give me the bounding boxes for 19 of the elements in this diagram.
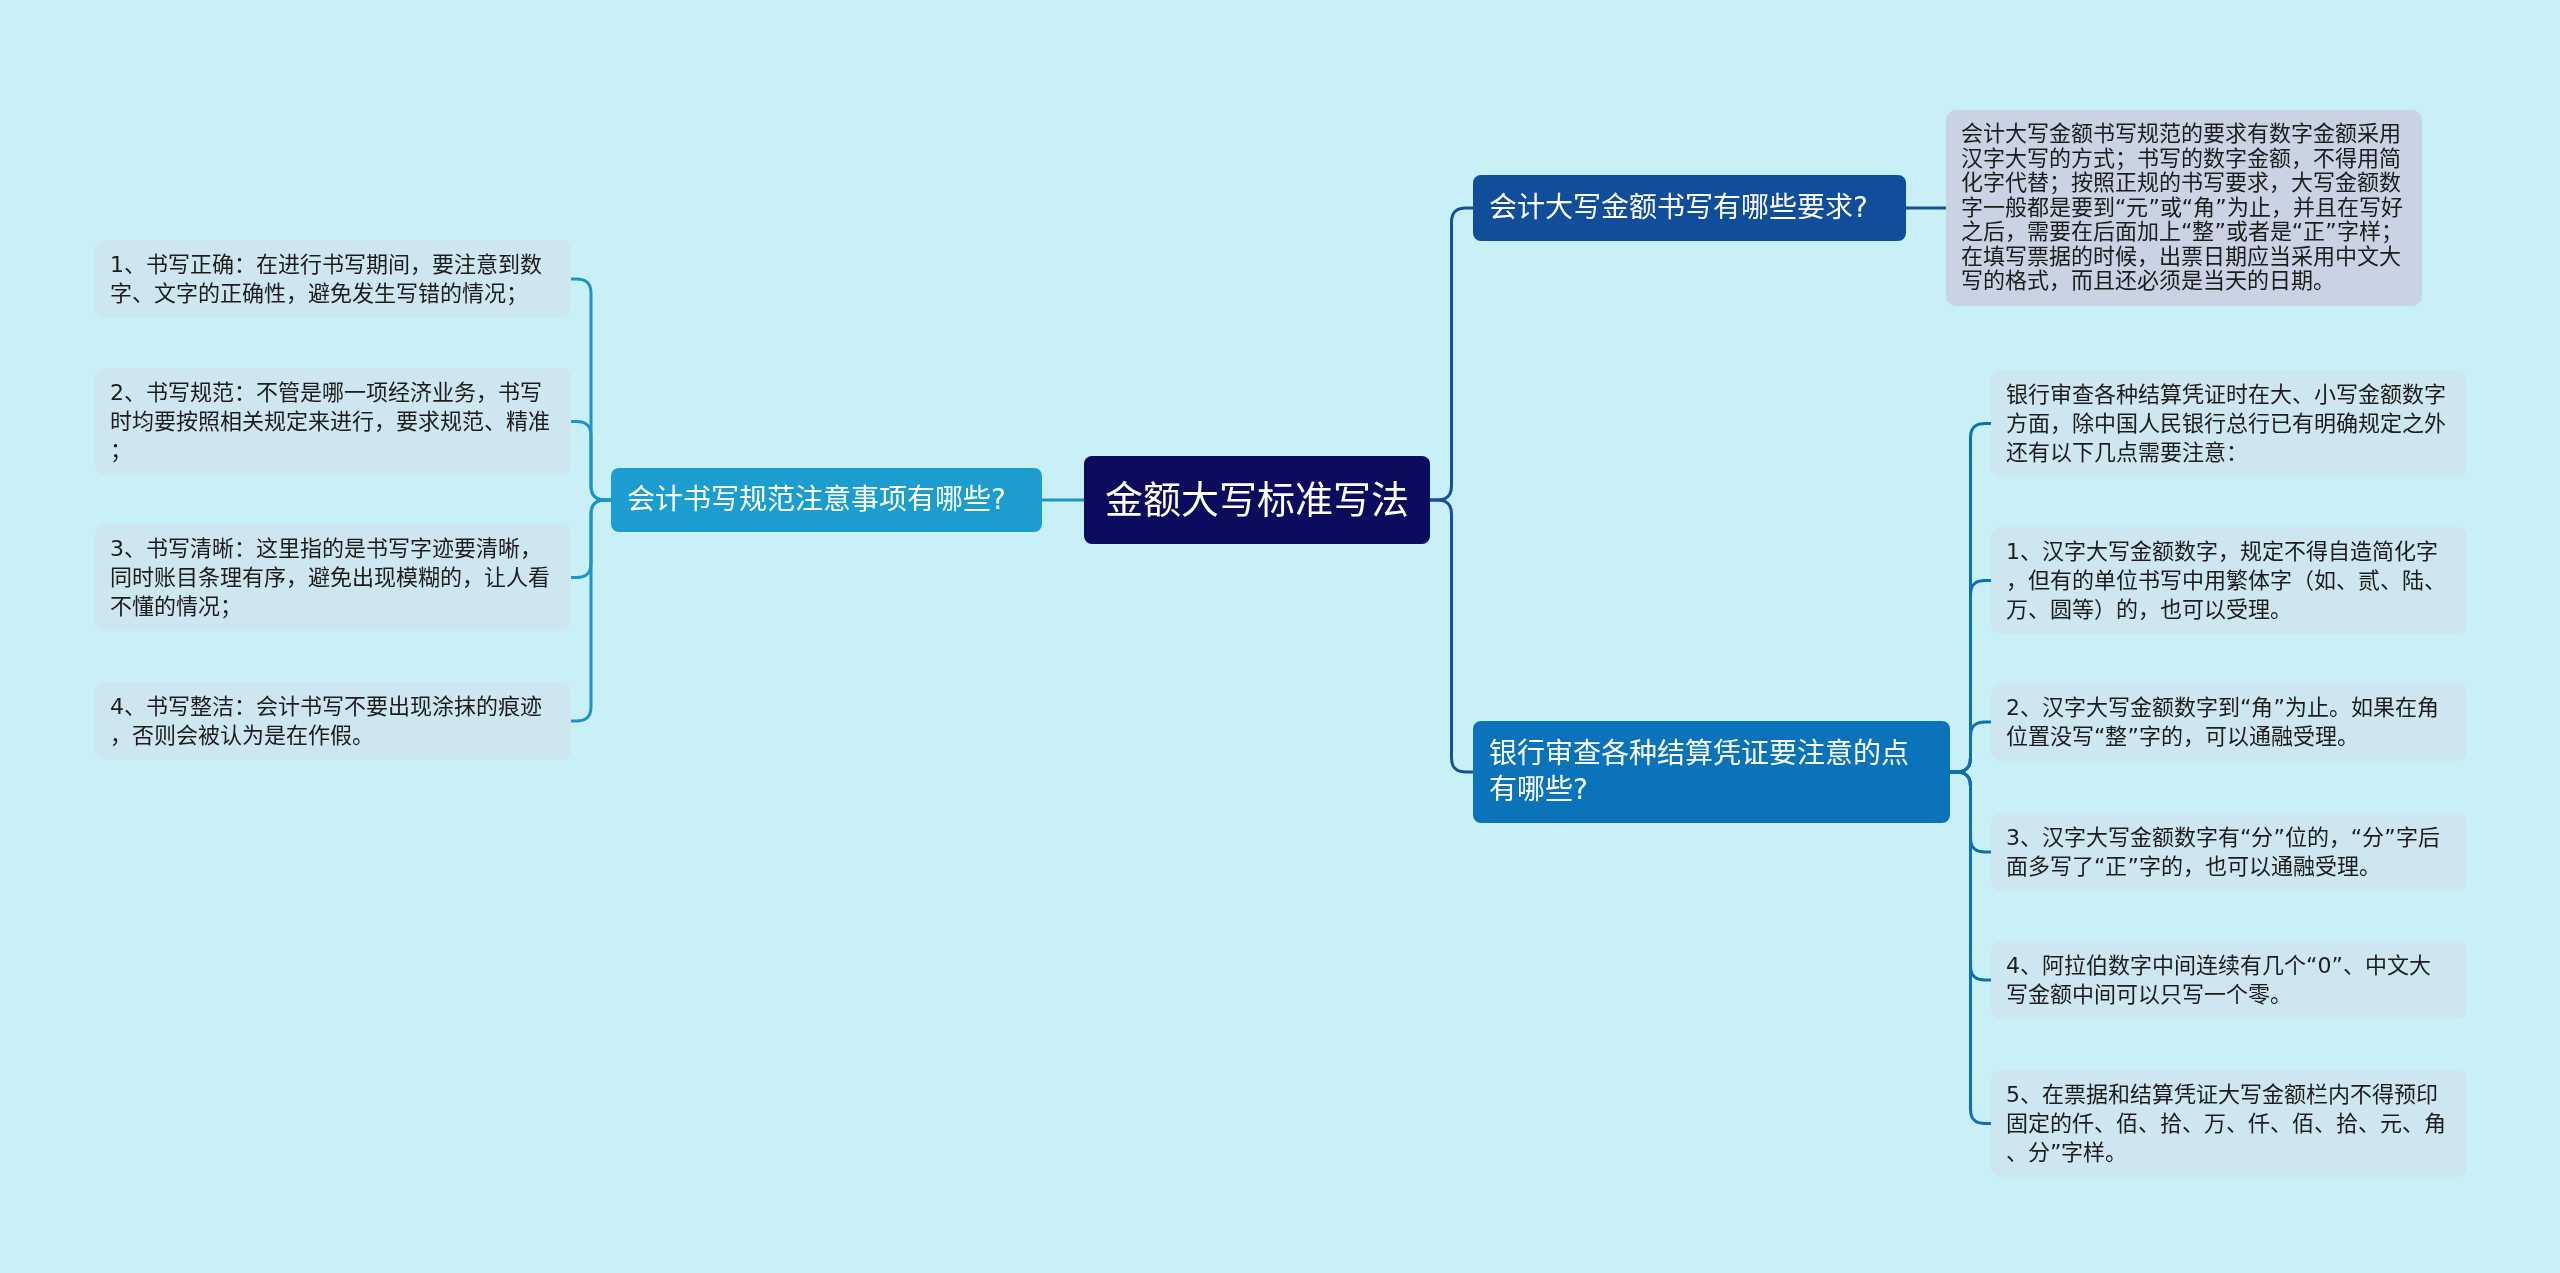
connector-line	[1904, 206, 1948, 210]
connector-line	[1040, 498, 1086, 502]
subtopic-note: 银行审查各种结算凭证时在大、小写金额数字方面，除中国人民银行总行已有明确规定之外还有以下几点需要注意：	[1991, 370, 2467, 477]
main-topic: 会计大写金额书写有哪些要求?	[1473, 175, 1906, 241]
subtopic-note: 1、汉字大写金额数字，规定不得自造简化字，但有的单位书写中用繁体字（如、贰、陆、万、圆等）的，也可以受理。	[1991, 527, 2467, 634]
main-topic: 会计书写规范注意事项有哪些?	[611, 468, 1042, 532]
subtopic-note: 2、书写规范：不管是哪一项经济业务，书写时均要按照相关规定来进行，要求规范、精准；	[95, 368, 571, 475]
subtopic-note: 5、在票据和结算凭证大写金额栏内不得预印固定的仟、佰、拾、万、仟、佰、拾、元、角、分”字样。	[1991, 1070, 2467, 1177]
subtopic-note: 1、书写正确：在进行书写期间，要注意到数字、文字的正确性，避免发生写错的情况；	[95, 240, 571, 318]
connector-line	[569, 498, 613, 723]
connector-line	[1428, 498, 1475, 774]
subtopic-note: 3、汉字大写金额数字有“分”位的，“分”字后面多写了“正”字的，也可以通融受理。	[1991, 813, 2467, 891]
subtopic-note: 2、汉字大写金额数字到“角”为止。如果在角位置没写“整”字的，可以通融受理。	[1991, 683, 2467, 761]
subtopic-note: 3、书写清晰：这里指的是书写字迹要清晰，同时账目条理有序，避免出现模糊的，让人看不懂的情况；	[95, 524, 571, 631]
central-topic: 金额大写标准写法	[1084, 456, 1430, 544]
subtopic-note: 4、书写整洁：会计书写不要出现涂抹的痕迹，否则会被认为是在作假。	[95, 682, 571, 760]
subtopic-note: 4、阿拉伯数字中间连续有几个“0”、中文大写金额中间可以只写一个零。	[1991, 941, 2467, 1019]
subtopic-note: 会计大写金额书写规范的要求有数字金额采用汉字大写的方式；书写的数字金额，不得用简化字代替；按照正规的书写要求，大写金额数字一般都是要到“元”或“角”为止，并且在写好之后，需要在后面加上“整”或者是“正”字样；在填写票据的时候，出票日期应当采用中文大写的格式，而且还必须是当天的日期。	[1946, 110, 2422, 306]
main-topic: 银行审查各种结算凭证要注意的点有哪些?	[1473, 721, 1950, 823]
